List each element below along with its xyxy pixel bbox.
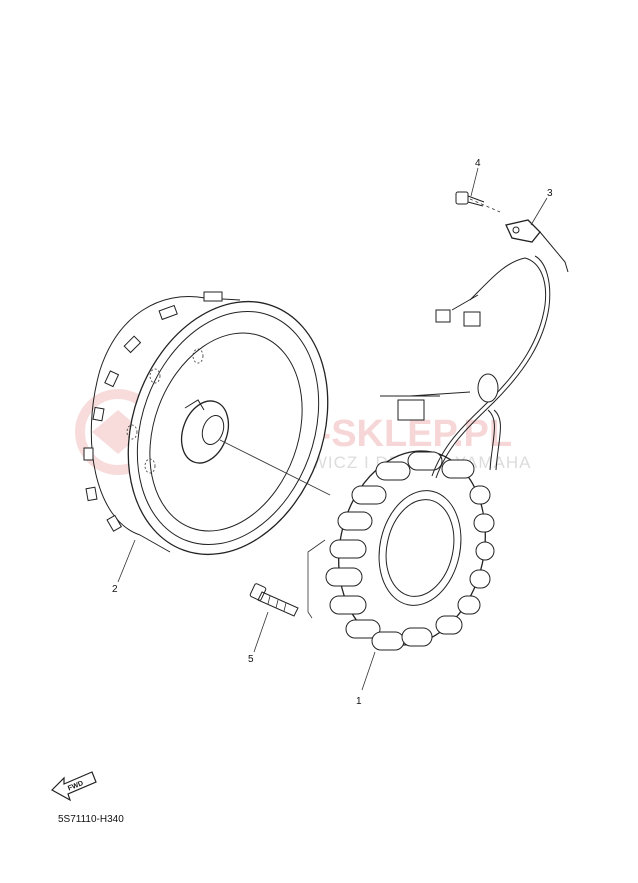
fwd-arrow-icon: FWD	[51, 771, 97, 802]
bolt-drawing	[249, 583, 299, 617]
callout-5: 5	[248, 654, 254, 665]
diagram-code: 5S71110-H340	[58, 814, 124, 825]
callout-4: 4	[475, 158, 481, 169]
callout-2: 2	[112, 584, 118, 595]
callout-3: 3	[547, 188, 553, 199]
leader-lines	[117, 167, 548, 691]
stator-drawing	[307, 450, 495, 651]
callout-1: 1	[356, 696, 362, 707]
rotor-drawing	[83, 291, 331, 556]
wire-harness	[380, 255, 551, 479]
screw-drawing	[455, 191, 501, 213]
clamp-drawing	[505, 219, 569, 273]
